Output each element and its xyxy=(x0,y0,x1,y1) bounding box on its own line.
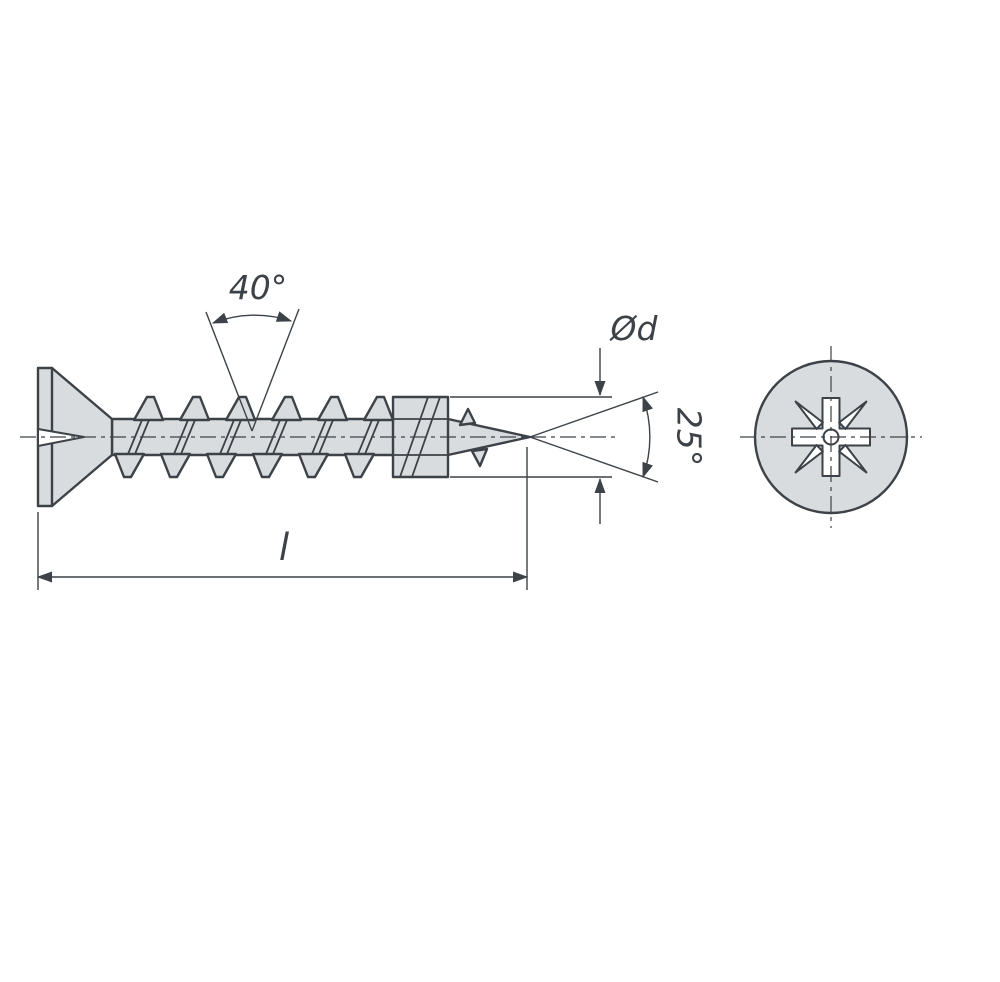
thread-crest-bottom xyxy=(205,452,238,479)
thread-angle-arc xyxy=(211,311,293,324)
thread-crest-top xyxy=(224,395,257,422)
front-view xyxy=(740,346,922,528)
dim-tip-angle: 25° xyxy=(529,391,709,483)
pozidriv-tick xyxy=(838,444,868,474)
pozidriv-tick xyxy=(838,400,868,430)
tip-angle-leg-bottom xyxy=(529,436,659,483)
tip-thread-crest xyxy=(458,407,477,427)
thread-angle-leg-right xyxy=(251,308,300,432)
thread-crest-bottom xyxy=(159,452,192,479)
dim-length: l xyxy=(36,447,529,590)
dim-diameter: Ød xyxy=(450,309,659,524)
tip-thread-crest xyxy=(470,447,489,468)
tip-angle-arc xyxy=(642,395,653,479)
diameter-label: Ød xyxy=(609,309,659,348)
side-view xyxy=(20,366,618,508)
thread-crest-top xyxy=(178,395,211,422)
tip-angle-label: 25° xyxy=(670,408,709,467)
pozidriv-tick xyxy=(794,444,824,474)
thread-od-core-lines xyxy=(392,396,449,478)
tip-angle-leg-top xyxy=(529,391,659,438)
thread-crest-top xyxy=(270,395,303,422)
thread-crest-top xyxy=(132,395,165,422)
dim-thread-angle: 40° xyxy=(205,268,300,432)
thread-crest-bottom xyxy=(343,452,376,479)
thread-angle-leg-left xyxy=(205,311,253,432)
thread-crest-bottom xyxy=(113,452,146,479)
thread-crest-top xyxy=(362,395,395,422)
thread-crest-bottom xyxy=(297,452,330,479)
thread-angle-label: 40° xyxy=(229,268,288,307)
thread-crest-bottom xyxy=(251,452,284,479)
pozidriv-tick xyxy=(794,400,824,430)
thread-crest-top xyxy=(316,395,349,422)
length-label: l xyxy=(279,526,290,569)
